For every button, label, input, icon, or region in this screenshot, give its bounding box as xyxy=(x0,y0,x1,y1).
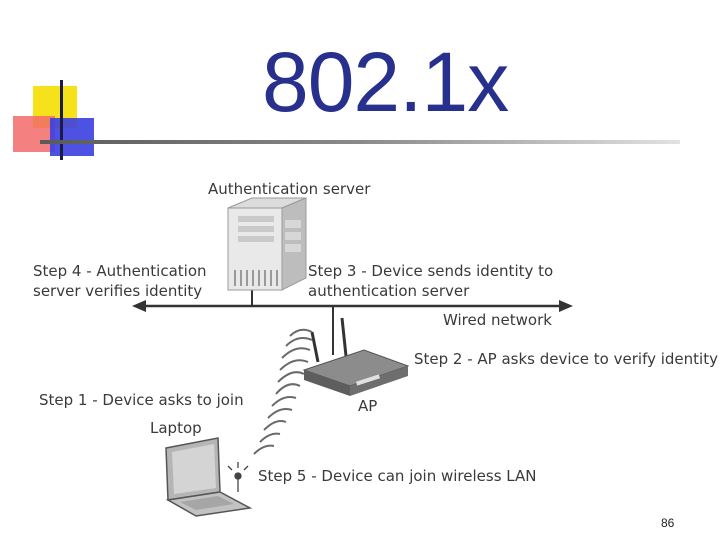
label-step-4-line-1: Step 4 - Authentication xyxy=(33,262,207,280)
page-number: 86 xyxy=(661,516,675,530)
deco-blue-square xyxy=(50,118,94,156)
label-step-3-line-2: authentication server xyxy=(308,282,470,300)
laptop-icon xyxy=(165,437,253,517)
signal-icon xyxy=(227,462,249,492)
label-ap: AP xyxy=(358,397,378,415)
label-step-1: Step 1 - Device asks to join xyxy=(39,391,244,409)
slide-title: 802.1x xyxy=(262,35,509,129)
deco-vertical-line xyxy=(60,80,63,160)
wireless-waves xyxy=(253,328,313,455)
access-point-icon xyxy=(302,317,410,396)
corner-decoration xyxy=(0,0,110,170)
label-step-2: Step 2 - AP asks device to verify identi… xyxy=(414,350,718,368)
label-wired-network: Wired network xyxy=(443,311,552,329)
deco-red-square xyxy=(13,116,55,152)
label-step-4-line-2: server verifies identity xyxy=(33,282,203,300)
title-underline xyxy=(40,140,680,144)
label-laptop: Laptop xyxy=(150,419,202,437)
label-step-5: Step 5 - Device can join wireless LAN xyxy=(258,467,537,485)
label-authentication-server: Authentication server xyxy=(208,180,371,198)
server-icon xyxy=(227,197,307,291)
wired-network-line xyxy=(132,282,573,355)
label-step-3-line-1: Step 3 - Device sends identity to xyxy=(308,262,554,280)
